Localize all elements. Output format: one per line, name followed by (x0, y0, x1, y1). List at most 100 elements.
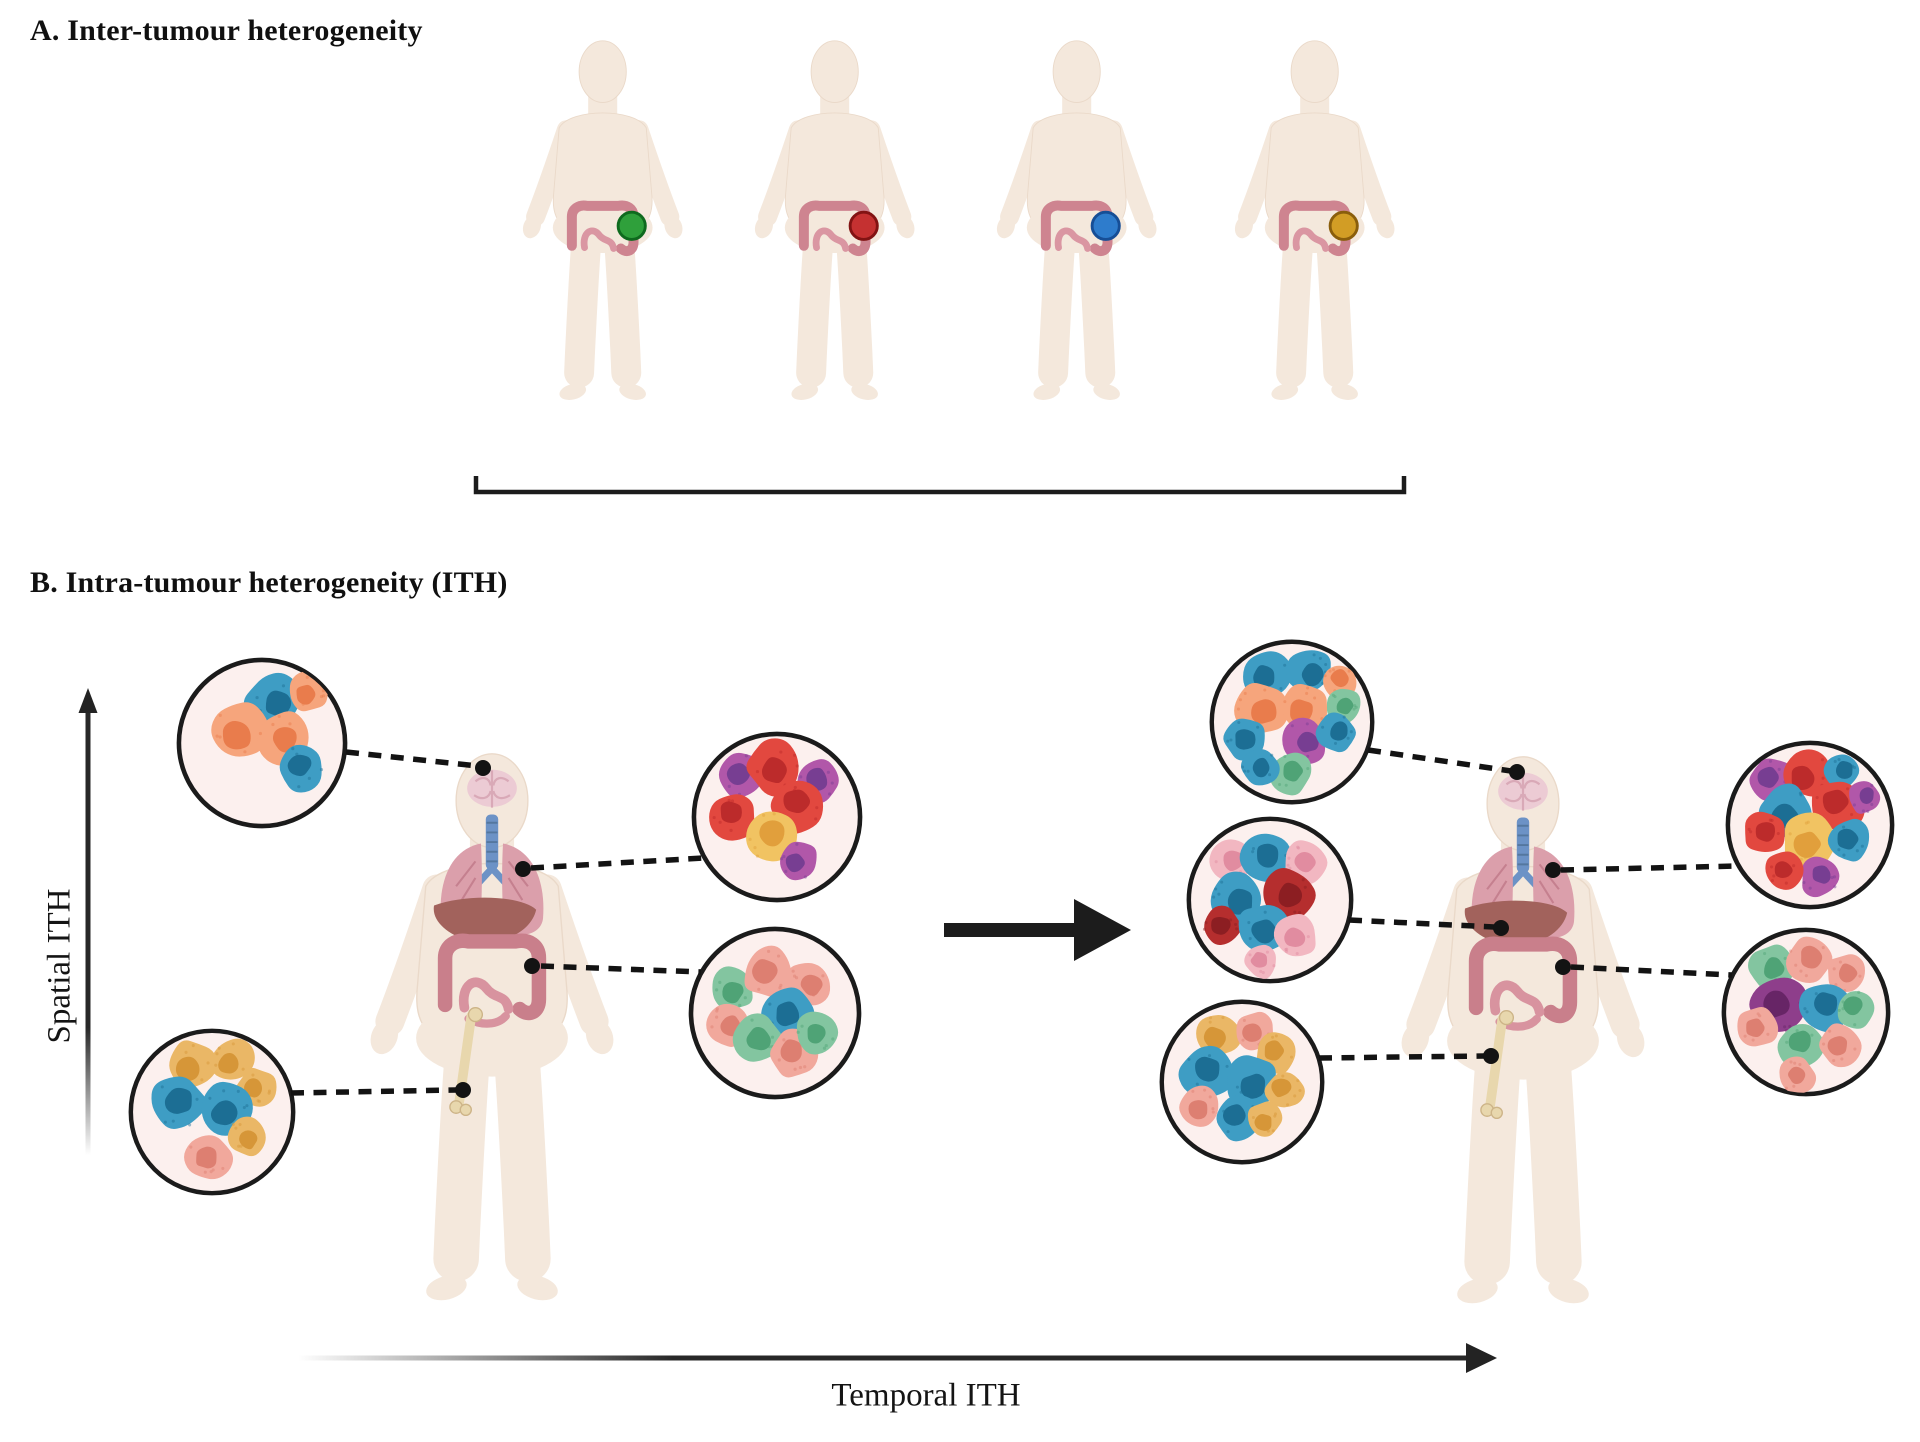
tumour-cell-gold (1196, 1015, 1243, 1056)
biopsy-connector-8 (1545, 862, 1739, 878)
callout-timepoint-2-liver (1184, 814, 1356, 986)
liver (1464, 900, 1568, 946)
tumour-cell-salmon (744, 945, 792, 998)
tumour-cell-pink (1244, 944, 1276, 979)
tumour-nodule (1090, 210, 1122, 241)
tumour-cell-red (1765, 851, 1804, 890)
tumour-cell-blue (1240, 749, 1280, 786)
callout-timepoint-2-bone (1157, 997, 1327, 1167)
tumour-cell-salmon (1819, 1023, 1862, 1068)
biopsy-site-dot (455, 1082, 471, 1098)
biopsy-site-dot (524, 958, 540, 974)
tumour-cell-pink (1273, 914, 1316, 957)
tumour-cell-green (1269, 752, 1312, 796)
panel-a-title: A. Inter-tumour heterogeneity (30, 14, 423, 47)
liver (433, 897, 537, 943)
arrowhead-up-icon (78, 688, 98, 713)
large-intestine (437, 933, 547, 1021)
tumour-cell-orange (211, 702, 270, 757)
tumour-cell-salmon (1779, 1056, 1817, 1093)
biopsy-connector-5 (1367, 747, 1525, 780)
colon (1279, 200, 1351, 257)
biopsy-connector-3 (524, 958, 702, 975)
tumour-cell-red (1745, 811, 1785, 852)
tumour-cell-gold (1264, 1072, 1305, 1108)
tumour-nodule (848, 210, 880, 241)
tumour-cell-green (712, 966, 753, 1011)
tumour-cell-blue (151, 1076, 208, 1129)
tumour-cell-yellow (746, 811, 798, 862)
tumour-cell-salmon (1827, 954, 1865, 993)
biopsy-site-dot (1493, 920, 1509, 936)
arrowhead-right-icon (1466, 1343, 1497, 1373)
temporal-ith-axis-label: Temporal ITH (831, 1377, 1021, 1414)
panel-b-title: B. Intra-tumour heterogeneity (ITH) (30, 566, 508, 599)
patient-figure-2 (744, 39, 925, 411)
tumour-cell-blue (1178, 1045, 1234, 1098)
biopsy-site-dot (515, 861, 531, 877)
brain (467, 769, 517, 808)
tumour-cell-gold (210, 1038, 255, 1080)
tumour-cell-blue (1315, 712, 1356, 753)
callout-timepoint-2-colon (1719, 925, 1893, 1099)
patient-figure-1 (512, 39, 693, 411)
biopsy-site-dot (1509, 764, 1525, 780)
patient-group-bracket (473, 476, 1407, 495)
colon (1041, 200, 1113, 257)
tumour-cell-purple (779, 841, 817, 881)
tumour-nodule (1328, 210, 1360, 241)
biopsy-connector-4 (290, 1082, 471, 1098)
biopsy-site-dot (1483, 1048, 1499, 1064)
biopsy-connector-6 (1348, 917, 1509, 936)
tumour-cell-green (732, 1013, 783, 1062)
colon (567, 200, 639, 257)
patient-figure-4 (1224, 39, 1405, 411)
tumour-cell-purple (1282, 717, 1326, 765)
callout-timepoint-1-bone (126, 1026, 298, 1198)
tumour-cell-green (1837, 990, 1875, 1029)
tumour-cell-yellow (1784, 812, 1836, 870)
colon (799, 200, 871, 257)
tumour-cell-orange (1281, 684, 1328, 732)
tumour-cell-gold (1247, 1101, 1283, 1137)
tumour-cell-salmon (1737, 1006, 1779, 1047)
tumour-cell-red (746, 738, 799, 797)
tumour-cell-red (709, 794, 755, 841)
tumour-cell-darkred (1202, 905, 1242, 946)
tumour-cell-salmon (184, 1135, 234, 1180)
tumour-cell-gold (227, 1116, 266, 1157)
femur-bone (1480, 1009, 1515, 1120)
biopsy-connector-7 (1318, 1048, 1499, 1064)
callout-timepoint-2-lung (1723, 738, 1897, 912)
biopsy-site-dot (1545, 862, 1561, 878)
large-intestine (1468, 936, 1578, 1024)
patient-figure-timepoint-1 (354, 751, 630, 1317)
time-progression-arrow (944, 899, 1131, 961)
tumour-cell-blue (1285, 650, 1331, 691)
tumour-cell-salmon (1179, 1085, 1219, 1127)
tumour-nodule (616, 210, 648, 241)
callout-timepoint-1-colon (686, 924, 864, 1102)
tumour-cell-gold (169, 1040, 219, 1089)
callout-timepoint-1-lung (689, 729, 865, 905)
biopsy-site-dot (475, 760, 491, 776)
tumour-cell-salmon (1785, 936, 1833, 983)
patient-figure-3 (986, 39, 1167, 411)
tumour-cell-purple (1849, 781, 1881, 814)
tumour-cell-blue (1827, 818, 1870, 862)
temporal-ith-axis (298, 1343, 1497, 1373)
arrowhead-right-icon (1074, 899, 1131, 961)
biopsy-site-dot (1555, 959, 1571, 975)
tumour-cell-blue (1798, 984, 1853, 1033)
biopsy-connector-2 (515, 855, 705, 877)
biopsy-connector-1 (345, 749, 491, 776)
tumour-cell-blue (1823, 754, 1860, 789)
callout-timepoint-2-brain (1207, 637, 1377, 807)
brain (1498, 772, 1548, 811)
tumour-cell-green (1748, 944, 1794, 989)
biopsy-connector-9 (1555, 959, 1733, 978)
callout-timepoint-1-brain (174, 655, 350, 831)
tumour-cell-blue (279, 744, 324, 793)
